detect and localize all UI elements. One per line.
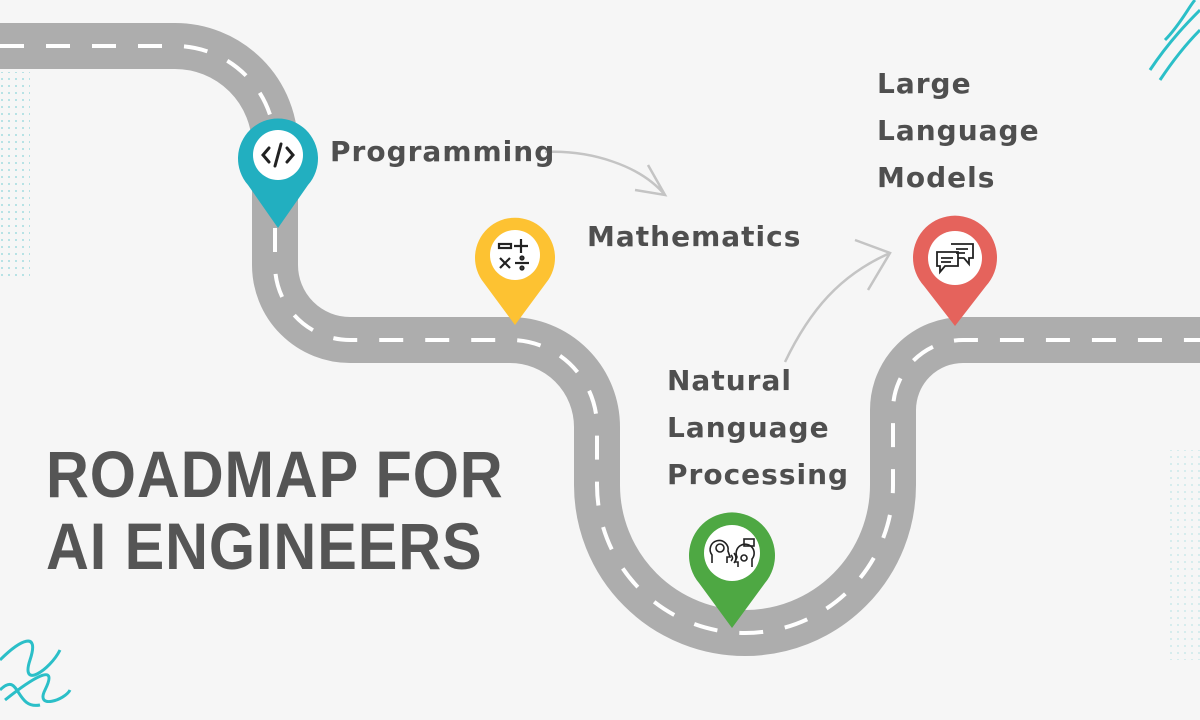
label-line: Processing xyxy=(667,458,850,491)
dot-grid-decoration xyxy=(0,72,30,277)
milestone-label-llm: Large Language Models xyxy=(877,60,1040,201)
pin-llm[interactable] xyxy=(913,215,997,326)
squiggle-decoration xyxy=(1148,0,1200,81)
label-line: Models xyxy=(877,161,996,194)
title-line-2: AI ENGINEERS xyxy=(46,509,483,583)
page-title: ROADMAP FOR AI ENGINEERS xyxy=(46,438,504,582)
label-line: Large xyxy=(877,67,972,100)
label-line: Language xyxy=(667,411,830,444)
pin-mathematics[interactable] xyxy=(475,217,555,325)
label-line: Natural xyxy=(667,364,792,397)
label-line: Mathematics xyxy=(587,220,802,253)
milestone-label-programming: Programming xyxy=(330,128,555,175)
title-line-1: ROADMAP FOR xyxy=(46,437,504,511)
label-line: Programming xyxy=(330,135,556,168)
code-icon xyxy=(261,142,295,168)
chat-bubbles-icon xyxy=(936,243,974,275)
math-operators-icon xyxy=(497,239,529,271)
pin-nlp[interactable] xyxy=(689,512,775,628)
arrow-programming-to-mathematics xyxy=(544,150,668,197)
human-ai-communication-icon xyxy=(709,538,755,567)
label-line: Language xyxy=(877,114,1040,147)
milestone-label-mathematics: Mathematics xyxy=(587,213,801,260)
milestone-label-nlp: Natural Language Processing xyxy=(667,357,849,498)
pin-programming[interactable] xyxy=(238,118,318,228)
arrow-nlp-to-llm xyxy=(783,238,892,363)
squiggle-decoration xyxy=(0,639,72,707)
dot-grid-decoration xyxy=(1168,450,1200,660)
